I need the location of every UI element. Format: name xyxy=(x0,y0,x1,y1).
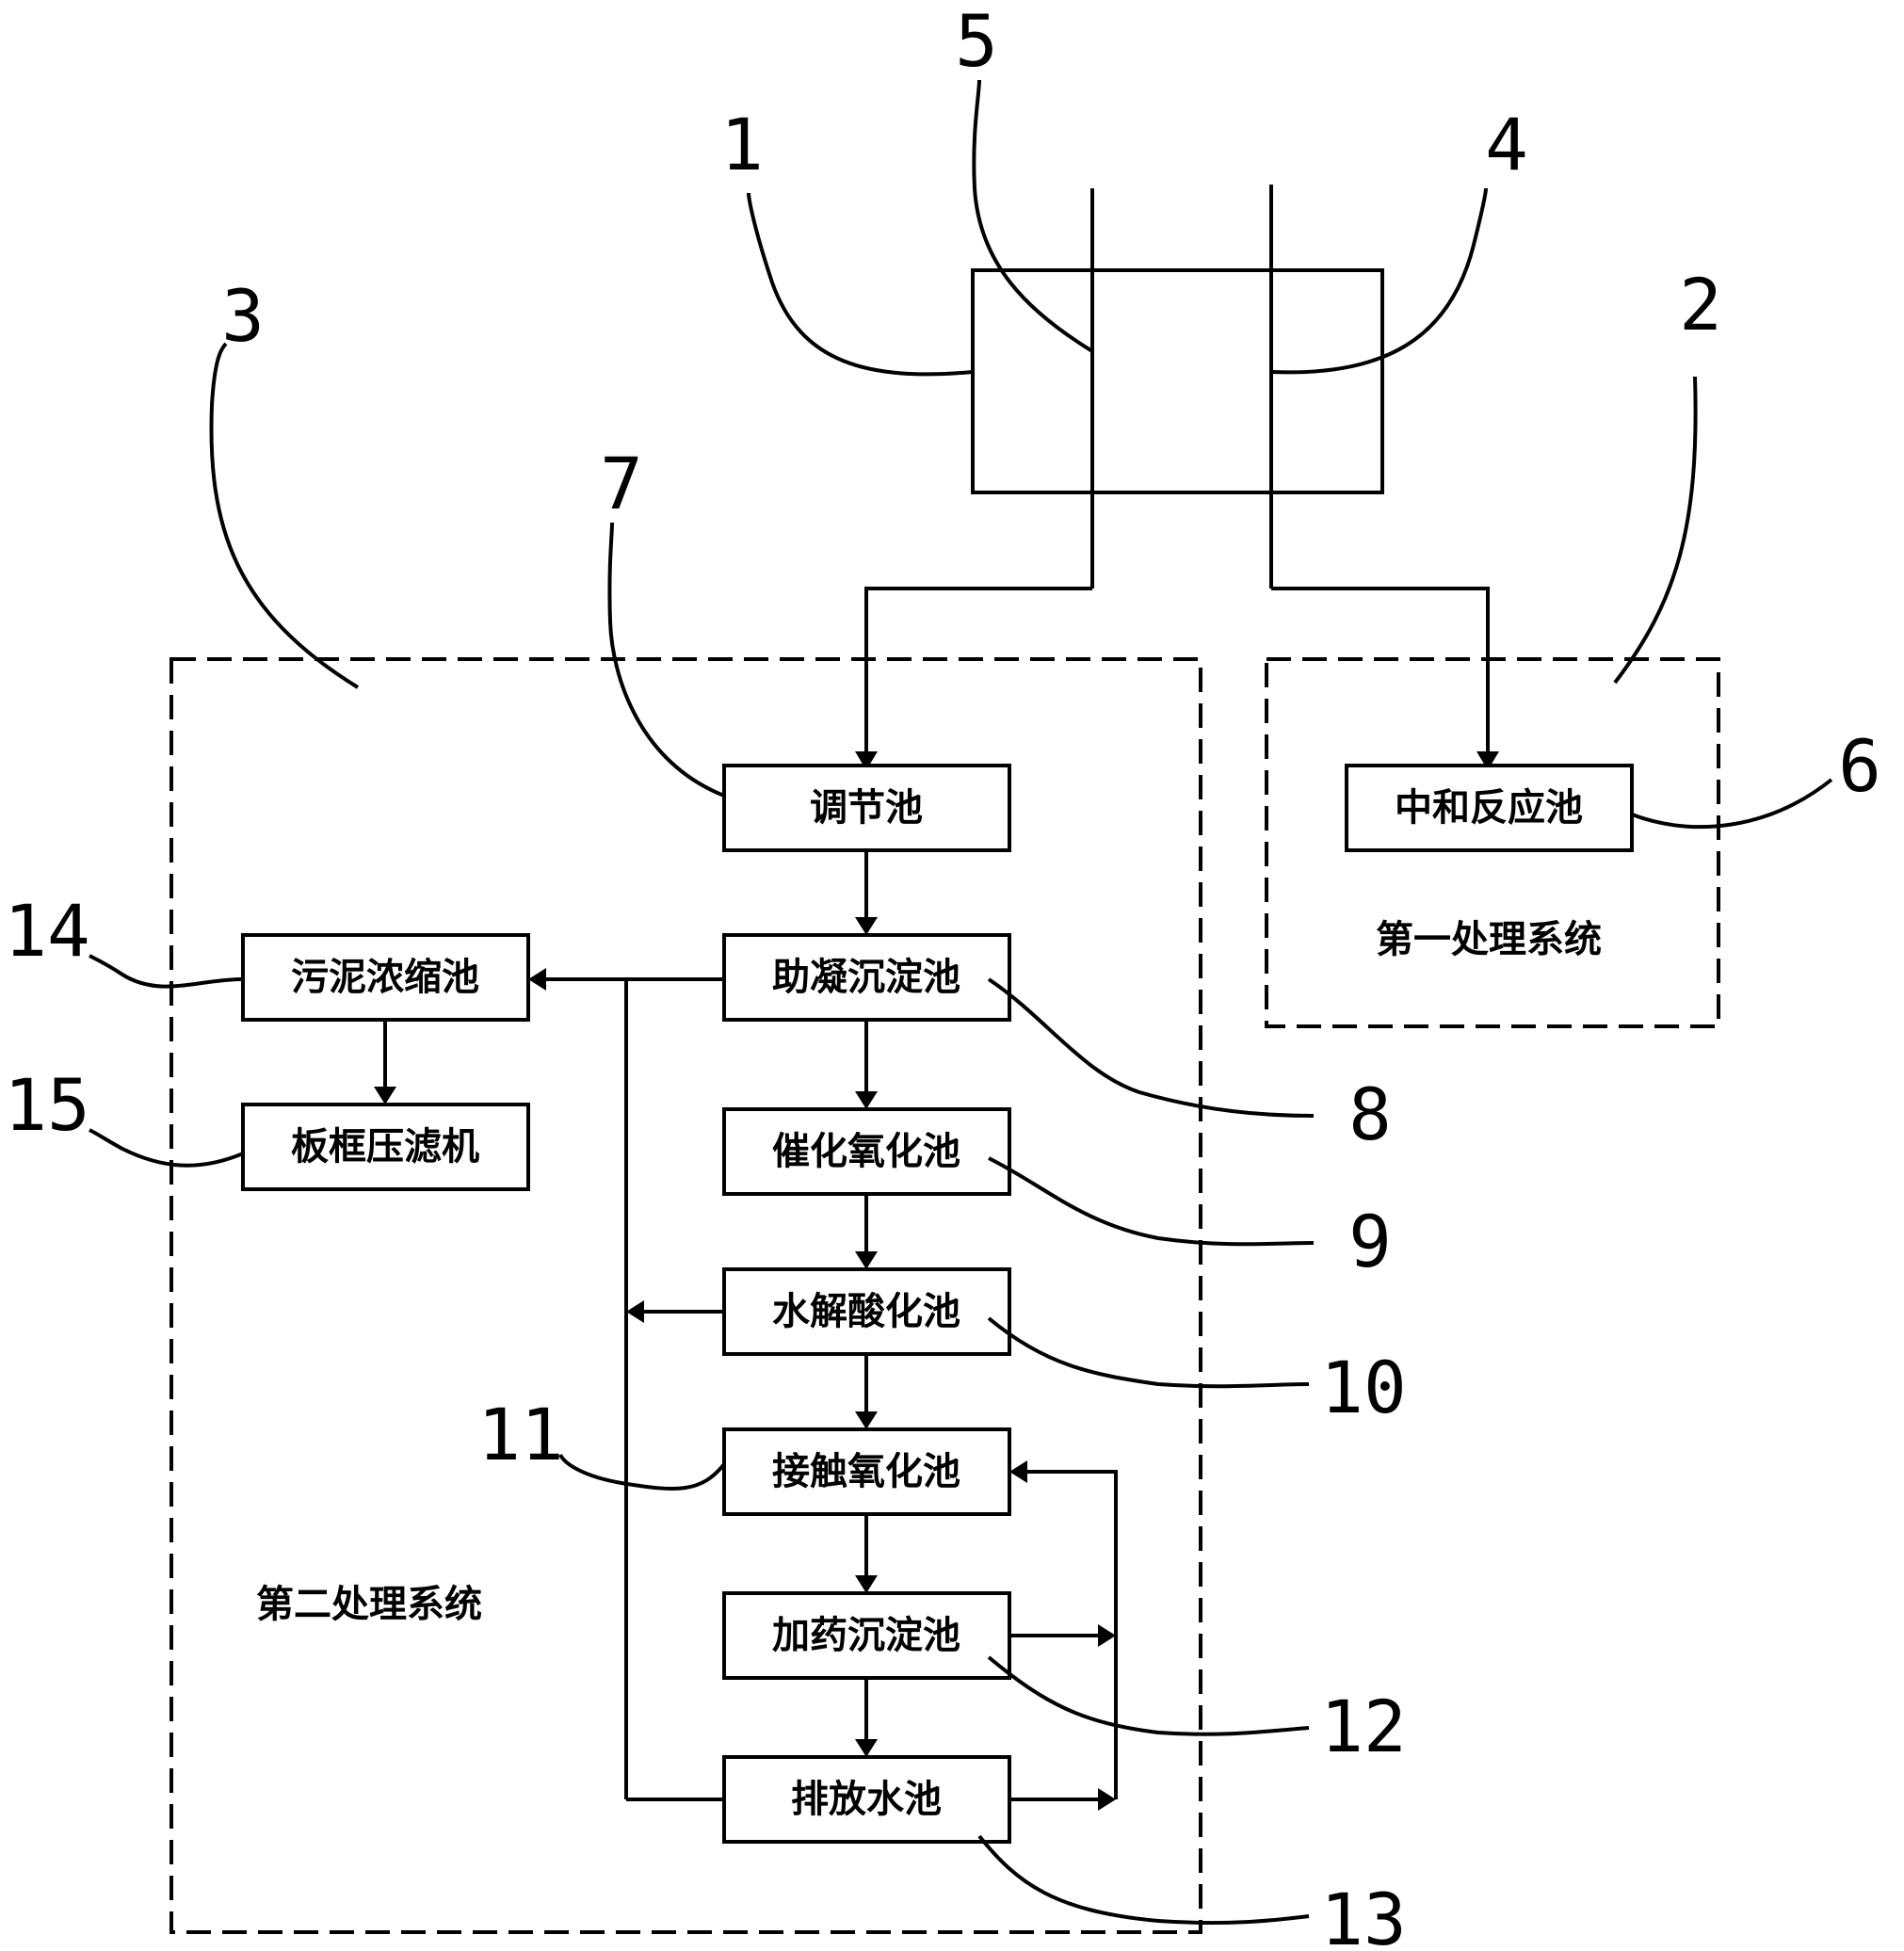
sludge-thickener: 污泥浓缩池 xyxy=(241,933,530,1022)
dosing-sedimentation-tank: 加药沉淀池 xyxy=(722,1591,1011,1680)
ref-number-11: 11 xyxy=(477,1393,564,1476)
first-system-boundary xyxy=(1265,657,1720,1028)
ref-number-4: 4 xyxy=(1485,103,1528,186)
sludge-thickener-label: 污泥浓缩池 xyxy=(291,956,479,999)
filter-press: 板框压滤机 xyxy=(241,1103,530,1191)
contact-oxidation-tank-label: 接触氧化池 xyxy=(772,1450,960,1493)
catalytic-oxidation-tank-label: 催化氧化池 xyxy=(772,1130,960,1173)
pipe-to-regulating xyxy=(864,587,1092,755)
arrow-to-regulating xyxy=(855,751,878,770)
first-system-label: 第一处理系统 xyxy=(1376,918,1602,961)
filter-press-label: 板框压滤机 xyxy=(291,1125,479,1169)
discharge-tank-label: 排放水池 xyxy=(791,1778,942,1821)
ref-number-1: 1 xyxy=(720,103,764,186)
discharge-tank: 排放水池 xyxy=(722,1755,1011,1844)
second-system-boundary xyxy=(169,657,1202,1934)
leader-lines xyxy=(89,79,1833,1926)
neutralization-tank-label: 中和反应池 xyxy=(1395,786,1583,830)
ref-number-3: 3 xyxy=(221,274,265,358)
sludge-lines xyxy=(374,968,724,1801)
return-lines xyxy=(1009,1460,1118,1811)
dosing-sedimentation-tank-label: 加药沉淀池 xyxy=(772,1614,960,1657)
arrow-to-neutralization xyxy=(1476,751,1499,770)
ref-number-7: 7 xyxy=(600,442,643,525)
regulating-tank: 调节池 xyxy=(722,764,1011,852)
ref-number-6: 6 xyxy=(1838,724,1881,808)
ref-number-14: 14 xyxy=(4,889,90,973)
coagulation-tank-label: 助凝沉淀池 xyxy=(772,956,960,999)
ref-number-8: 8 xyxy=(1348,1072,1392,1156)
ref-number-12: 12 xyxy=(1320,1685,1407,1768)
second-system-label: 第二处理系统 xyxy=(256,1583,482,1626)
ref-number-9: 9 xyxy=(1348,1200,1392,1283)
catalytic-oxidation-tank: 催化氧化池 xyxy=(722,1107,1011,1196)
ref-number-10: 10 xyxy=(1320,1346,1407,1429)
neutralization-tank: 中和反应池 xyxy=(1345,764,1634,852)
hydrolysis-tank: 水解酸化池 xyxy=(722,1267,1011,1356)
pipe-to-neutralization xyxy=(1271,587,1490,755)
ref-number-13: 13 xyxy=(1320,1878,1407,1951)
regulating-tank-label: 调节池 xyxy=(810,786,923,830)
hydrolysis-tank-label: 水解酸化池 xyxy=(772,1290,960,1333)
contact-oxidation-tank: 接触氧化池 xyxy=(722,1427,1011,1516)
ref-number-2: 2 xyxy=(1679,263,1722,347)
ref-number-15: 15 xyxy=(4,1063,90,1147)
source-box xyxy=(971,268,1384,494)
ref-number-5: 5 xyxy=(955,0,998,83)
coagulation-tank: 助凝沉淀池 xyxy=(722,933,1011,1022)
main-flow-arrows xyxy=(855,850,878,1757)
